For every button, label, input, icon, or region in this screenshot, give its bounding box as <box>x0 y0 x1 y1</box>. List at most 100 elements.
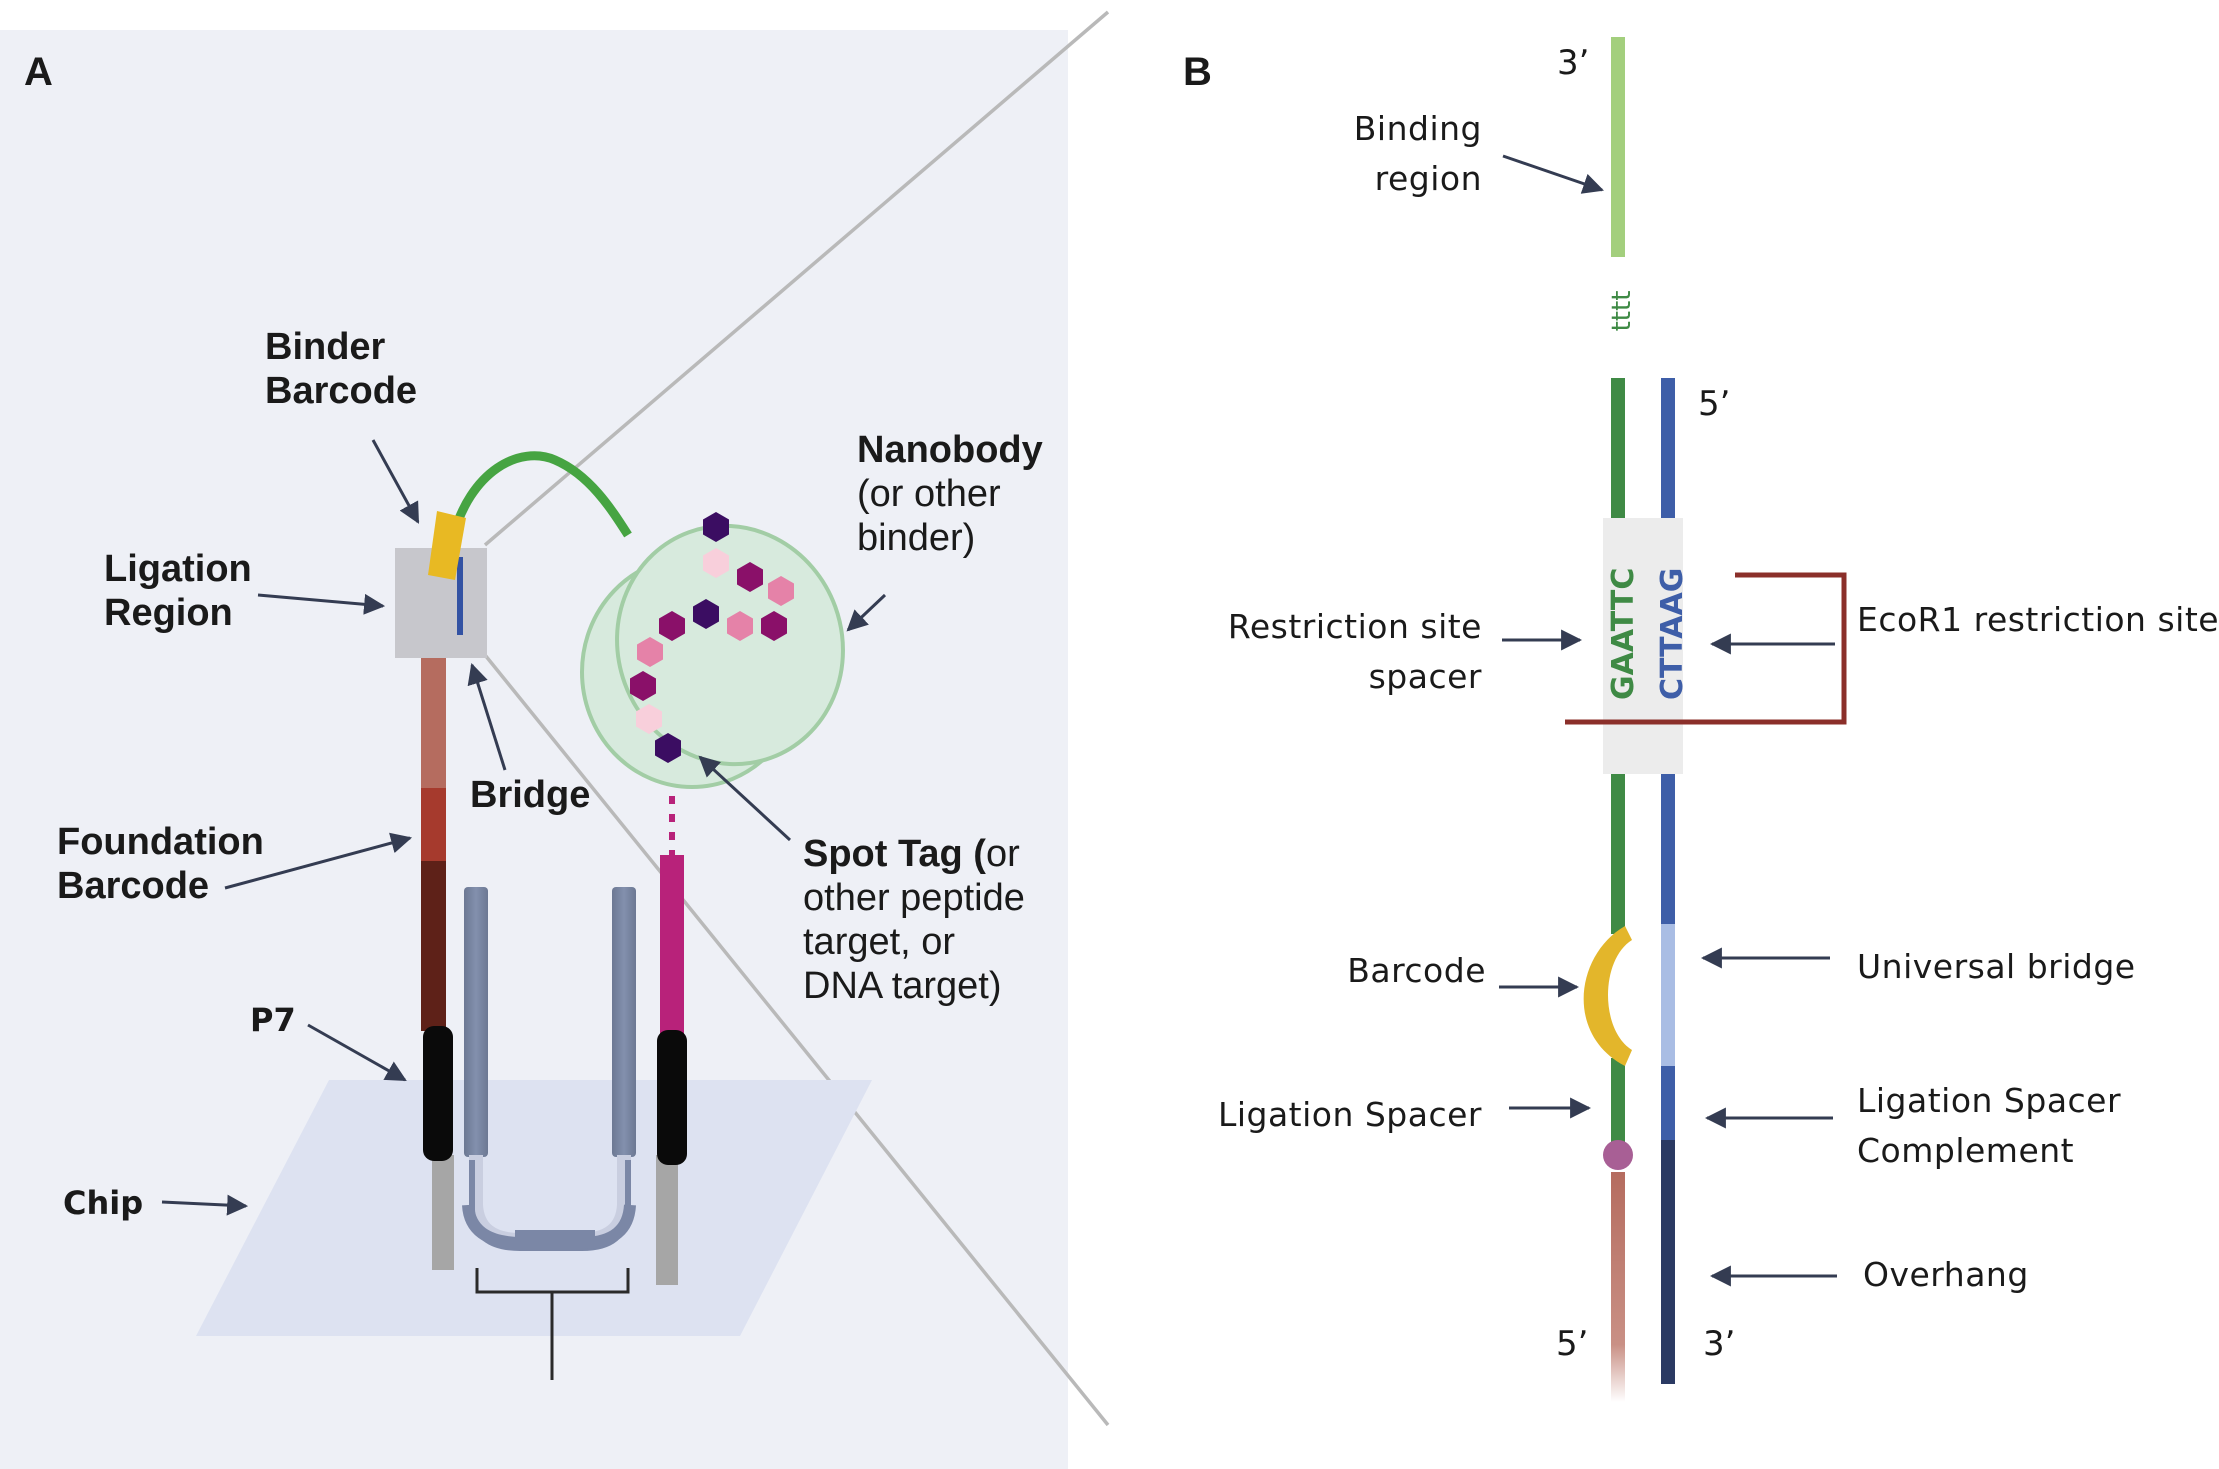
foundation-barcode-line-1: Foundation <box>57 821 264 863</box>
sequence-blue: CTTAAG <box>1655 567 1690 700</box>
binder-barcode-block <box>428 511 466 580</box>
arrow-nanobody <box>846 593 887 632</box>
overhang-label: Overhang <box>1863 1255 2029 1294</box>
panel-a-arrows <box>161 439 887 1216</box>
lsc-line-1: Ligation Spacer <box>1857 1081 2122 1120</box>
arrow-binder-barcode <box>371 439 420 524</box>
binder-linker <box>447 451 632 542</box>
spot-tag-strand <box>657 760 687 1165</box>
nanobody-label: Nanobody (or other binder) <box>857 428 1043 560</box>
hexagon-icon <box>636 704 662 734</box>
hexagon-icon <box>768 576 794 606</box>
linker-label: tttt <box>1607 290 1637 332</box>
bottom-bracket <box>475 1268 630 1380</box>
arrow-chip <box>161 1194 249 1216</box>
nanobody-title: Nanobody <box>857 429 1043 471</box>
barcode-label: Barcode <box>1347 951 1486 990</box>
zoom-line-bottom <box>483 653 1110 1427</box>
arrow-spot-tag <box>698 755 792 842</box>
panel-a-letter: A <box>24 50 53 94</box>
hexagon-icon <box>637 637 663 667</box>
chip-surface <box>196 1080 872 1336</box>
blue-top-end-label: 5’ <box>1698 384 1731 424</box>
green-strand-lower <box>1611 1058 1625 1155</box>
ligation-spacer-complement-label: Ligation Spacer Complement <box>1857 1076 2121 1176</box>
restriction-spacer-line-2: spacer <box>1368 657 1482 696</box>
panel-b-letter: B <box>1183 50 1212 94</box>
spot-tag-title-row: Spot Tag (or <box>803 832 1025 876</box>
panel-a <box>0 10 1110 1469</box>
hexagon-icon <box>655 733 681 763</box>
bottom-left-end-label: 5’ <box>1556 1324 1589 1364</box>
zoom-line-top <box>483 10 1110 547</box>
hexagon-icon <box>659 611 685 641</box>
universal-bridge-label: Universal bridge <box>1857 947 2136 986</box>
spot-tag-label: Spot Tag (or other peptide target, or DN… <box>803 832 1025 1008</box>
hexagon-icon <box>737 562 763 592</box>
arrow-foundation-barcode <box>224 832 413 890</box>
foundation-grey-end <box>432 1155 454 1270</box>
restriction-spacer-line-1: Restriction site <box>1227 607 1482 646</box>
spot-tag-residues <box>630 512 794 763</box>
hexagon-icon <box>703 548 729 578</box>
spot-tag-title-suffix: or <box>985 833 1020 875</box>
foundation-barcode-line-2: Barcode <box>57 865 210 907</box>
binder-barcode-line-1: Binder <box>265 326 386 368</box>
u-bridge-structure <box>462 887 636 1251</box>
hexagon-icon <box>630 671 656 701</box>
chip-label: Chip <box>63 1184 144 1222</box>
restriction-site-spacer-label: Restriction site spacer <box>1228 602 1482 702</box>
hexagon-icon <box>693 599 719 629</box>
panel-b-arrows <box>1499 154 1837 1287</box>
nanobody-line-2: binder) <box>857 517 976 559</box>
binding-region-line-2: region <box>1374 159 1482 198</box>
blue-strand-middle <box>1661 774 1675 924</box>
ligation-spacer-complement-strand <box>1661 1066 1675 1140</box>
bottom-right-end-label: 3’ <box>1703 1324 1736 1364</box>
foundation-barcode-label: Foundation Barcode <box>57 820 264 908</box>
ligation-region-bridge-mark <box>457 557 463 635</box>
spot-tag-title: Spot Tag ( <box>803 833 986 875</box>
blue-strand-upper <box>1661 378 1675 518</box>
nanobody-line-1: (or other <box>857 473 1001 515</box>
ligation-spacer-label: Ligation Spacer <box>1217 1095 1482 1134</box>
overhang-strand <box>1661 1140 1675 1384</box>
arrow-bridge <box>467 662 507 771</box>
p7-label: P7 <box>250 1001 296 1039</box>
binding-region-label: Binding region <box>1354 104 1482 204</box>
foundation-strand <box>421 630 453 1161</box>
arrow-binding-region <box>1502 154 1604 194</box>
ecor1-bracket <box>1565 572 1847 725</box>
ligation-region-label: Ligation Region <box>104 547 252 635</box>
lsc-line-2: Complement <box>1857 1131 2075 1170</box>
barcode-crescent <box>1583 926 1632 1066</box>
arrow-p7 <box>307 1023 407 1082</box>
hexagon-icon <box>727 611 753 641</box>
binder-barcode-line-2: Barcode <box>265 370 418 412</box>
hexagon-icon <box>761 611 787 641</box>
binding-region-strand <box>1611 37 1625 257</box>
spot-tag-line-1: other peptide <box>803 877 1025 919</box>
restriction-site-box <box>1603 518 1683 774</box>
binding-region-line-1: Binding <box>1353 109 1482 148</box>
spot-tag-line-3: DNA target) <box>803 965 1002 1007</box>
arrow-ligation-region <box>257 593 386 615</box>
ligation-region-line-2: Region <box>104 592 233 634</box>
salmon-strand <box>1611 1172 1625 1402</box>
ligation-region-line-1: Ligation <box>104 548 252 590</box>
top-end-label: 3’ <box>1557 43 1590 83</box>
binder-barcode-label: Binder Barcode <box>265 325 417 413</box>
green-strand-middle <box>1611 774 1625 934</box>
spot-tag-line-2: target, or <box>803 921 956 963</box>
universal-bridge-strand <box>1661 924 1675 1066</box>
green-strand-upper <box>1611 378 1625 518</box>
spot-grey-end <box>656 1155 678 1285</box>
circle-icon <box>1603 1140 1633 1170</box>
sequence-green: GAATTC <box>1606 567 1641 700</box>
ecor1-label: EcoR1 restriction site <box>1857 600 2219 639</box>
bridge-label: Bridge <box>470 774 591 816</box>
panel-b <box>1499 37 1847 1402</box>
hexagon-icon <box>703 512 729 542</box>
